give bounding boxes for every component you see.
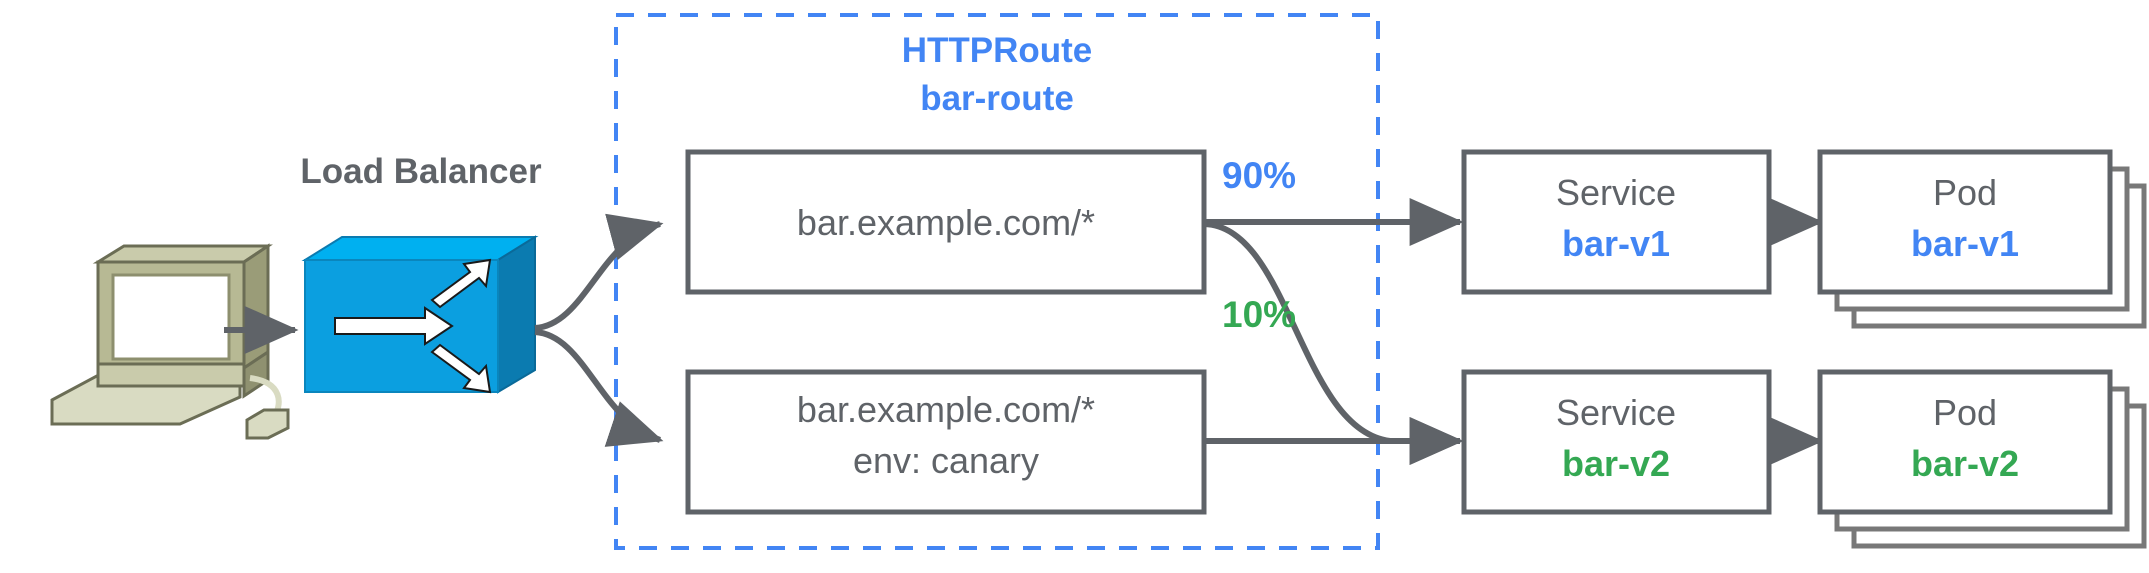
pod-bar-v2-replica-1: [1817, 369, 2113, 515]
rule-canary-box[interactable]: [685, 369, 1207, 515]
load-balancer-switch-icon: [301, 235, 539, 394]
rule-primary-line-1: bar.example.com/*: [797, 202, 1095, 243]
weight-10-label: 10%: [1222, 294, 1296, 335]
service-bar-v2-kind: Service: [1556, 392, 1676, 433]
httproute-name-label: bar-route: [920, 79, 1074, 118]
httproute-kind-label: HTTPRoute: [902, 31, 1093, 70]
service-bar-v2-name: bar-v2: [1562, 443, 1670, 484]
service-bar-v1-box[interactable]: [1461, 149, 1772, 295]
pod-bar-v1-stack[interactable]: Pod bar-v1: [1817, 149, 2147, 329]
rule-primary-box[interactable]: [685, 149, 1207, 295]
pod-bar-v1-replica-1: [1817, 149, 2113, 295]
rule-canary-line-1: bar.example.com/*: [797, 389, 1095, 430]
service-bar-v2-box[interactable]: [1461, 369, 1772, 515]
pod-bar-v2-stack[interactable]: Pod bar-v2: [1817, 369, 2147, 549]
pod-bar-v1-name: bar-v1: [1911, 223, 2019, 264]
pod-bar-v2-kind: Pod: [1933, 392, 1997, 433]
weight-10-arrow: [1203, 221, 1464, 465]
workstation-computer-icon: [50, 243, 290, 440]
pod-bar-v2-name: bar-v2: [1911, 443, 2019, 484]
rule-canary-line-2: env: canary: [853, 440, 1039, 481]
load-balancer-label: Load Balancer: [300, 152, 542, 191]
service-bar-v1-name: bar-v1: [1562, 223, 1670, 264]
lb-to-rule-canary-arrow: [534, 329, 664, 447]
weight-90-label: 90%: [1222, 155, 1296, 196]
lb-to-rule-primary-arrow: [534, 213, 664, 331]
pod-bar-v1-kind: Pod: [1933, 172, 1997, 213]
service-bar-v1-kind: Service: [1556, 172, 1676, 213]
httproute-boundary: [614, 13, 1380, 550]
